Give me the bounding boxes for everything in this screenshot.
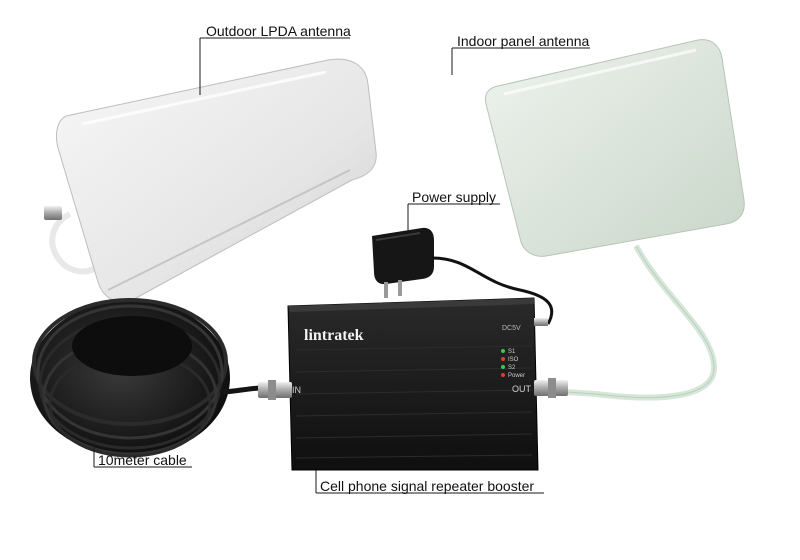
led-s2-label: S2 bbox=[508, 365, 516, 371]
port-in-label: IN bbox=[292, 385, 301, 395]
callout-leaders bbox=[93, 37, 590, 494]
outdoor-lpda-antenna bbox=[44, 58, 377, 302]
indoor-panel-antenna bbox=[485, 39, 745, 401]
coaxial-cable-coil bbox=[30, 298, 263, 458]
led-s2 bbox=[501, 365, 505, 369]
port-out-label: OUT bbox=[512, 384, 532, 394]
led-s1 bbox=[501, 349, 505, 353]
connector-out bbox=[534, 378, 568, 398]
status-led-group: S1 ISO S2 Power bbox=[501, 349, 525, 379]
indoor-antenna-callout: Indoor panel antenna bbox=[457, 33, 590, 49]
outdoor-antenna-callout: Outdoor LPDA antenna bbox=[206, 23, 351, 39]
cable-callout: 10meter cable bbox=[98, 452, 187, 468]
led-iso-label: ISO bbox=[508, 357, 519, 363]
brand-logo: lintratek bbox=[304, 327, 364, 344]
power-supply-callout: Power supply bbox=[412, 189, 497, 205]
connector-dc bbox=[534, 318, 548, 326]
signal-repeater-booster: lintratek DC5V S1 ISO S2 Power IN OUT bbox=[258, 297, 568, 471]
led-power-label: Power bbox=[508, 373, 525, 379]
led-iso bbox=[501, 357, 505, 361]
dc-input-label: DC5V bbox=[502, 325, 521, 332]
led-s1-label: S1 bbox=[508, 349, 516, 355]
booster-callout: Cell phone signal repeater booster bbox=[320, 478, 535, 494]
connector-in bbox=[258, 380, 292, 400]
power-supply-adapter bbox=[372, 227, 554, 325]
led-power bbox=[501, 373, 505, 377]
